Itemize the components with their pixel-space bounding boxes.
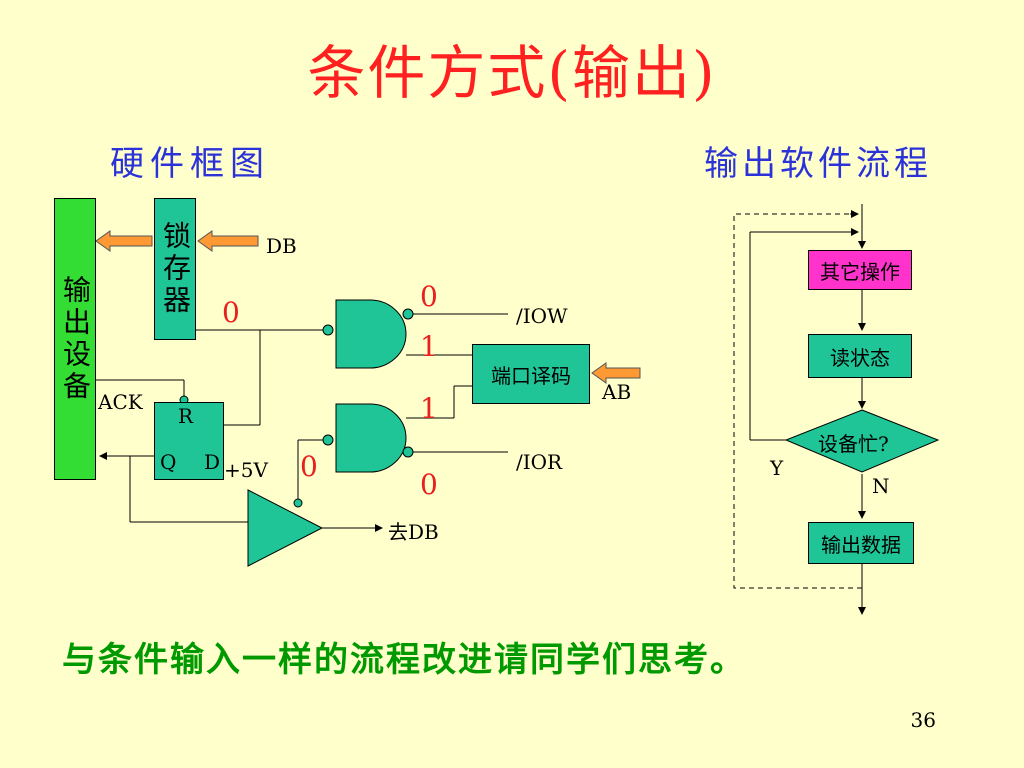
ior-label: /IOR (516, 450, 563, 474)
iow-label: /IOW (516, 304, 568, 328)
ack-label: ACK (98, 390, 143, 414)
flow-device-busy-label: 设备忙? (818, 432, 889, 456)
buffer-input-bit: 0 (300, 450, 318, 483)
flow-output-data: 输出数据 (808, 522, 914, 564)
flow-other-ops: 其它操作 (808, 250, 912, 290)
ff-q-label: Q (160, 450, 177, 474)
flow-output-data-label: 输出数据 (821, 532, 901, 557)
iow-bit: 0 (420, 280, 438, 313)
decoder-top-bit: 1 (420, 330, 438, 363)
flow-no-label: N (872, 474, 890, 498)
ff-r-label: R (178, 404, 194, 428)
latch-to-device-arrow (95, 230, 153, 252)
output-device-box: 输出设备 (54, 198, 96, 480)
flow-other-ops-label: 其它操作 (820, 259, 900, 284)
ior-bit: 0 (420, 468, 438, 501)
db-input-label: DB (266, 234, 297, 258)
db-to-latch-arrow (197, 230, 259, 252)
decoder-bottom-bit: 1 (420, 392, 438, 425)
software-heading: 输出软件流程 (704, 144, 932, 184)
hardware-heading: 硬件框图 (110, 144, 270, 184)
ab-label: AB (602, 380, 632, 404)
slide-title: 条件方式(输出) (307, 39, 717, 107)
port-decoder-label: 端口译码 (491, 363, 571, 388)
plus5v-label: +5V (224, 458, 268, 482)
flip-flop-box (154, 402, 224, 480)
page-number: 36 (910, 708, 936, 732)
latch-output-bit: 0 (222, 296, 240, 329)
port-decoder-box: 端口译码 (472, 344, 590, 404)
to-db-label: 去DB (388, 520, 439, 544)
latch-label: 锁存器 (159, 221, 192, 317)
latch-box: 锁存器 (154, 198, 196, 340)
flow-read-status-label: 读状态 (830, 345, 890, 370)
flow-yes-label: Y (770, 456, 784, 480)
ff-d-label: D (204, 450, 221, 474)
output-device-label: 输出设备 (59, 275, 92, 403)
ab-to-decoder-arrow (591, 362, 641, 384)
bottom-note: 与条件输入一样的流程改进请同学们思考。 (62, 640, 746, 680)
flow-read-status: 读状态 (808, 334, 912, 378)
